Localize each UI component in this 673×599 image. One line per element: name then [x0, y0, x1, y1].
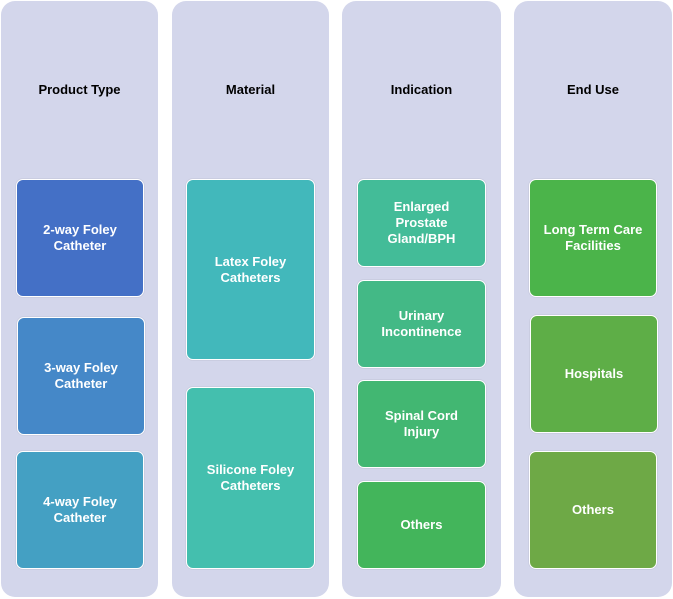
box-end-use-others: Others — [529, 451, 657, 569]
box-spinal-cord-injury: Spinal Cord Injury — [357, 380, 486, 468]
column-material: Material Latex Foley Catheters Silicone … — [172, 1, 329, 597]
column-title: Indication — [390, 82, 453, 97]
box-indication-others: Others — [357, 481, 486, 569]
box-4-way-foley-catheter: 4-way Foley Catheter — [16, 451, 144, 569]
box-hospitals: Hospitals — [530, 315, 658, 433]
box-long-term-care-facilities: Long Term Care Facilities — [529, 179, 657, 297]
box-enlarged-prostate: Enlarged Prostate Gland/BPH — [357, 179, 486, 267]
box-silicone-foley-catheters: Silicone Foley Catheters — [186, 387, 315, 569]
column-product-type: Product Type 2-way Foley Catheter 3-way … — [1, 1, 158, 597]
column-end-use: End Use Long Term Care Facilities Hospit… — [514, 1, 672, 597]
box-urinary-incontinence: Urinary Incontinence — [357, 280, 486, 368]
box-latex-foley-catheters: Latex Foley Catheters — [186, 179, 315, 360]
column-title: Product Type — [38, 82, 121, 97]
box-3-way-foley-catheter: 3-way Foley Catheter — [17, 317, 145, 435]
column-title: End Use — [566, 82, 619, 97]
box-2-way-foley-catheter: 2-way Foley Catheter — [16, 179, 144, 297]
column-title: Material — [225, 82, 276, 97]
column-indication: Indication Enlarged Prostate Gland/BPH U… — [342, 1, 501, 597]
